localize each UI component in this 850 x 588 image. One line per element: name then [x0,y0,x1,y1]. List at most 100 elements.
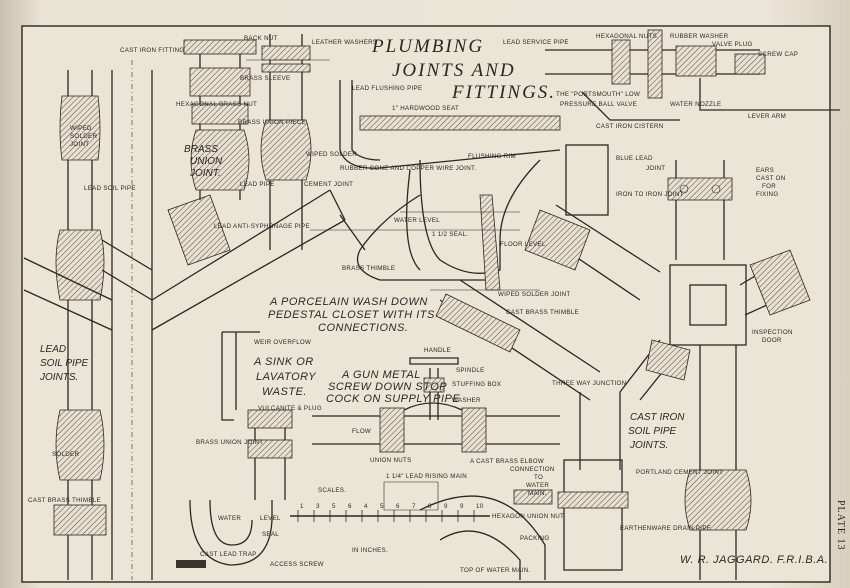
wash-down-caption-1: A PORCELAIN WASH DOWN [269,296,428,308]
label-inspection-door-2: DOOR [762,337,782,344]
label-flow: FLOW [352,428,371,435]
label-wiped-solder-joint-1: WIPED [70,125,92,132]
label-blue-lead: BLUE LEAD [616,155,653,162]
scale-tick-label: 5 [380,503,384,510]
label-ears-3: FOR [762,183,776,190]
label-wiped-solder: WIPED SOLDER [306,151,357,158]
label-lead-rising-main: 1 1/4" LEAD RISING MAIN [386,473,467,480]
scale-tick-label: 10 [476,503,484,510]
scale-tick-label: 9 [444,503,448,510]
sink-waste-caption-2: LAVATORY [256,371,316,383]
title-line-3: FITTINGS. [451,82,556,103]
label-lead-pipe: LEAD PIPE [240,181,275,188]
scale-tick-label: 8 [428,503,432,510]
label-rubber-cone: RUBBER CONE AND COPPER WIRE JOINT. [340,165,476,172]
scale-tick-label: 1 [300,503,304,510]
label-lead-flushing-pipe: LEAD FLUSHING PIPE [352,85,422,92]
cast-iron-joints-caption-3: JOINTS. [629,440,668,451]
label-iron-to-iron: IRON TO IRON JOINT [616,191,684,198]
label-wiped-solder-joint-2: SOLDER [70,133,97,140]
scale-tick-label: 3 [316,503,320,510]
plate-title: PLUMBING JOINTS AND FITTINGS. [371,36,556,103]
label-floor-level: FLOOR LEVEL. [500,241,548,248]
label-hexagon-union-nut: HEXAGON UNION NUT [492,513,564,520]
cast-iron-joints-caption-2: SOIL PIPE [628,426,677,437]
label-weir-overflow: WEIR OVERFLOW [254,339,311,346]
label-brass-thimble: BRASS THIMBLE [342,265,395,272]
label-lever-arm: LEVER ARM [748,113,786,120]
cast-iron-joints-caption-1: CAST IRON [630,412,685,423]
scales-caption: SCALES. [318,487,346,494]
title-line-2: JOINTS AND [392,60,516,81]
label-brass-union-joint-short: BRASS UNION JOINT [196,439,263,446]
label-hexagonal-brass-nut: HEXAGONAL BRASS NUT [176,101,257,108]
label-brass-union-joint-3: JOINT. [189,168,221,179]
elbow-caption-2: CONNECTION [510,466,555,473]
elbow-connection-drawing [383,481,553,580]
label-hardwood-seat: 1" HARDWOOD SEAT [392,105,459,112]
lead-soil-joints-caption-1: LEAD [40,344,66,355]
stop-cock-caption-2: SCREW DOWN STOP [328,381,447,393]
scale-tick-label: 6 [348,503,352,510]
stop-cock-caption-3: COCK ON SUPPLY PIPE [326,393,460,405]
label-cast-lead-trap: CAST LEAD TRAP [200,551,257,558]
scale-tick-label: 5 [332,503,336,510]
label-stuffing-box: STUFFING BOX [452,381,501,388]
label-joint: JOINT [646,165,665,172]
label-ears-4: FIXING [756,191,778,198]
label-top-of-water-main: TOP OF WATER MAIN. [460,567,531,574]
label-water: WATER [218,515,241,522]
label-level: LEVEL [260,515,281,522]
three-way-junction-drawing [435,279,691,571]
sink-waste-caption-1: A SINK OR [253,356,314,368]
label-handle: HANDLE [424,347,451,354]
scale-tick-label: 4 [364,503,368,510]
label-water-nozzle: WATER NOZZLE [670,101,721,108]
elbow-caption-1: A CAST BRASS ELBOW [470,458,544,465]
label-hexagonal-nuts: HEXAGONAL NUTS [596,33,657,40]
sink-waste-caption-3: WASTE. [262,386,307,398]
plate-number: PLATE 13 [835,500,846,551]
label-back-nut: BACK NUT [244,35,278,42]
label-union-nuts: UNION NUTS [370,457,412,464]
lead-soil-joints-caption-2: SOIL PIPE [40,358,89,369]
leather-washer-fitting-drawing [246,34,330,250]
label-screw-cap: SCREW CAP [758,51,798,58]
label-cement-joint: CEMENT JOINT [304,181,353,188]
label-leather-washers: LEATHER WASHERS [312,39,377,46]
title-line-1: PLUMBING [371,36,484,57]
label-lead-anti-syphonage: LEAD ANTI-SYPHONAGE PIPE [214,223,310,230]
label-valve-plug: VALVE PLUG [712,41,753,48]
label-washer: WASHER [452,397,481,404]
label-ears-2: CAST ON [756,175,786,182]
label-cast-iron-cistern: CAST IRON CISTERN [596,123,664,130]
label-rubber-washer: RUBBER WASHER [670,33,729,40]
stop-cock-caption-1: A GUN METAL [341,369,421,381]
label-lead-service-pipe: LEAD SERVICE PIPE [503,39,569,46]
wash-down-caption-2: PEDESTAL CLOSET WITH ITS [268,309,435,321]
label-solder: SOLDER [52,451,79,458]
label-portland-cement-joint: PORTLAND CEMENT JOINT [636,469,723,476]
label-packing: PACKING [520,535,550,542]
label-spindle: SPINDLE [456,367,485,374]
label-inspection-door-1: INSPECTION [752,329,793,336]
ball-valve-caption-2: PRESSURE BALL VALVE [560,101,637,108]
label-lead-soil-pipe: LEAD SOIL PIPE [84,185,136,192]
label-vulcanite-plug: VULCANITE & PLUG [258,405,322,412]
wash-down-caption-3: CONNECTIONS. [318,322,408,334]
scale-tick-label: 7 [412,503,416,510]
label-ears-1: EARS [756,167,774,174]
ball-valve-caption-1: THE "PORTSMOUTH" LOW [556,91,640,98]
sink-waste-drawing [176,331,293,568]
label-wiped-solder-joint-short: WIPED SOLDER JOINT [498,291,570,298]
label-earthenware-drain-pipe: EARTHENWARE DRAIN PIPE [620,525,711,532]
cast-iron-joints-drawing [524,144,811,580]
scale-tick-label: 6 [396,503,400,510]
label-brass-sleeve: BRASS SLEEVE [240,75,290,82]
label-seal: 1 1/2 SEAL. [432,231,468,238]
wash-down-closet-drawing [310,80,561,291]
label-cast-brass-thimble-left: CAST BRASS THIMBLE [28,497,101,504]
label-flushing-rim: FLUSHING RIM [468,153,516,160]
